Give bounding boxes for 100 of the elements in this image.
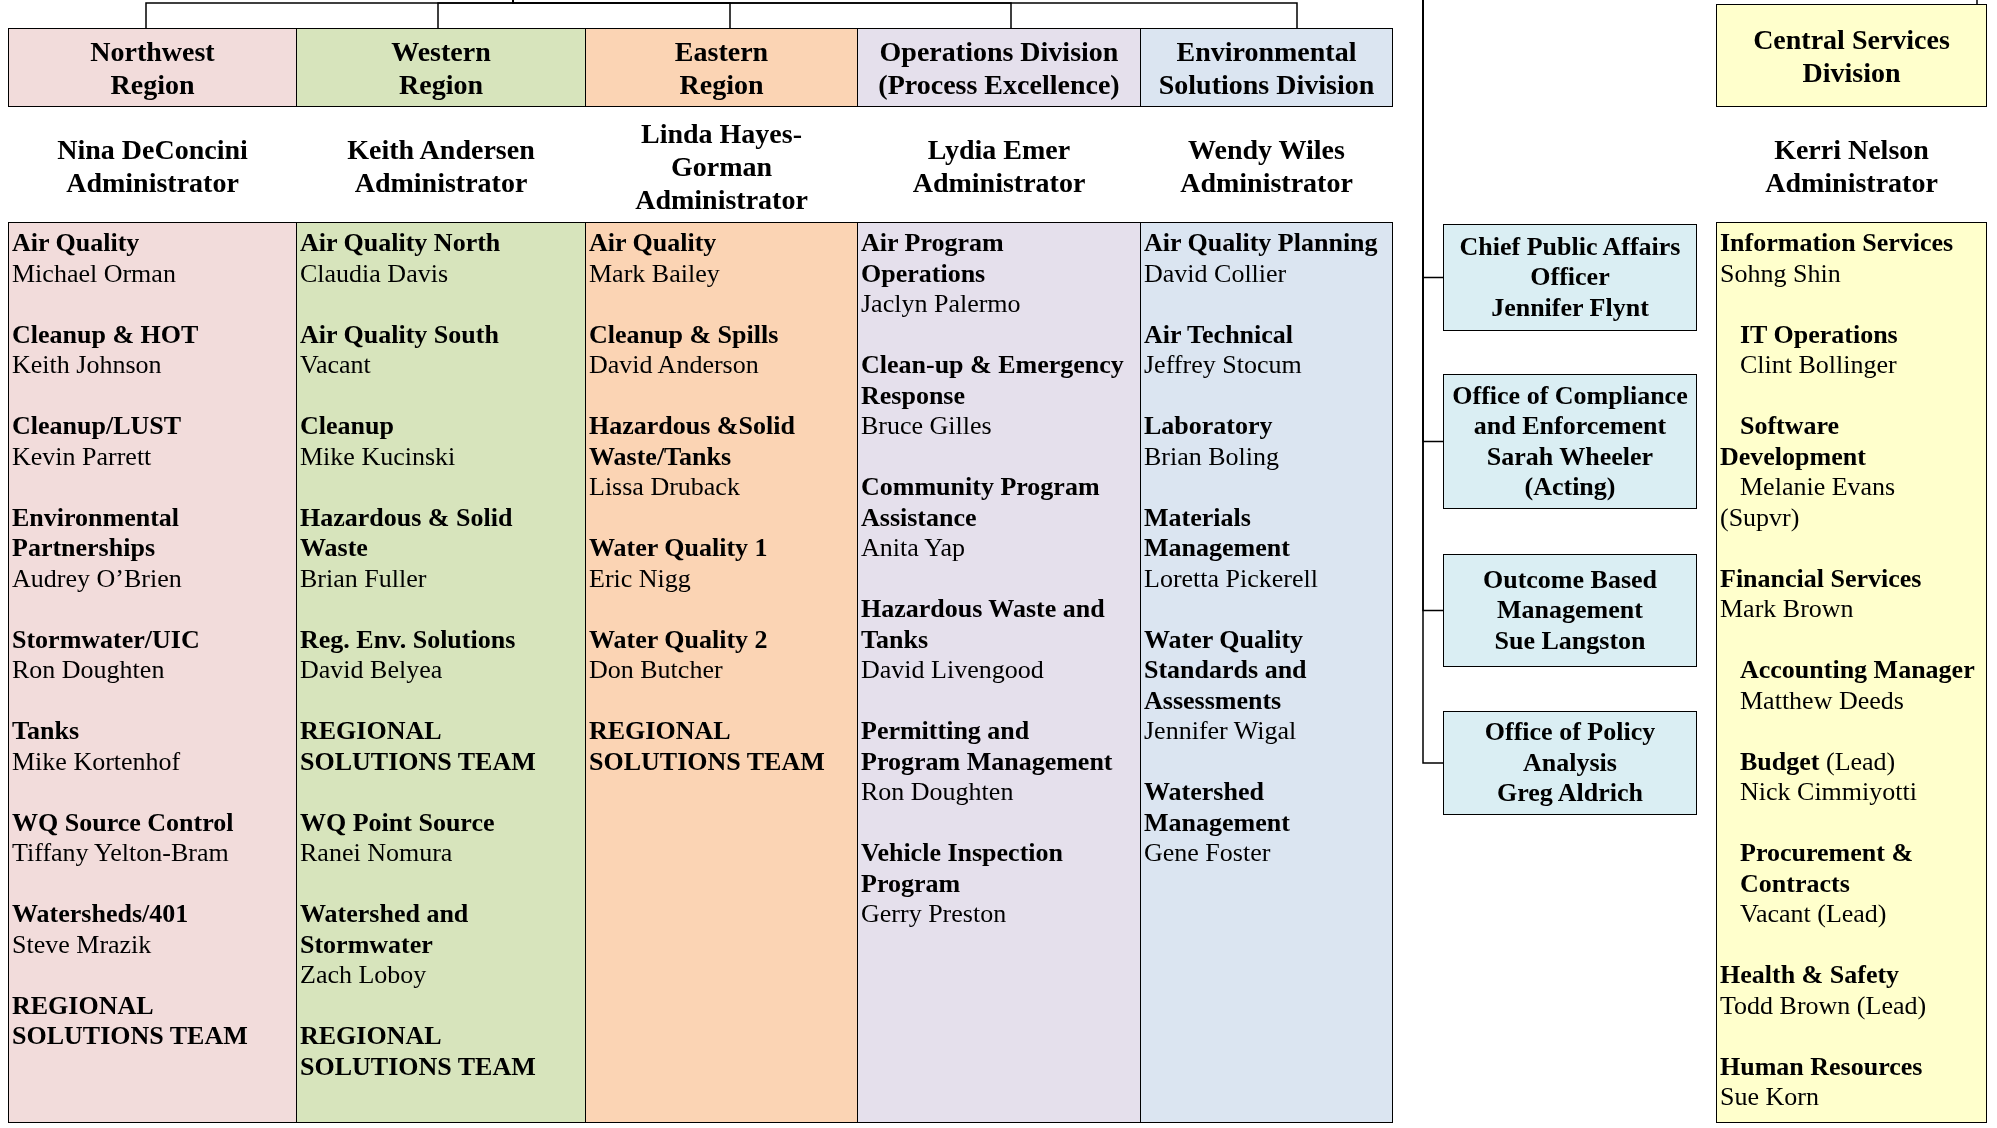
staff-name: Ranei Nomura [300, 838, 454, 869]
staff-name: Anita Yap [861, 533, 966, 564]
staff-name: Michael Orman [12, 258, 177, 289]
staff-name: Don Butcher [589, 655, 724, 686]
staff-name: David Livengood [861, 655, 1045, 686]
staff-name: Brian Boling [1144, 441, 1281, 472]
program-title: Stormwater/UIC [12, 624, 201, 655]
division-header [296, 28, 586, 107]
program-title: IT Operations [1740, 319, 1899, 350]
office-title: Office of Compliance and Enforcement [1451, 380, 1689, 442]
program-title: Vehicle Inspection Program [861, 838, 1064, 899]
program-title: Air Quality [12, 228, 141, 259]
program-title: Accounting Manager [1740, 655, 1976, 686]
staff-name: Gerry Preston [861, 899, 1008, 930]
office-head: Greg Aldrich [1496, 778, 1644, 809]
administrator-name: Wendy Wiles Administrator [1179, 133, 1354, 199]
program-title: Air Technical [1144, 319, 1295, 350]
program-title: Community Program Assistance [861, 472, 1101, 533]
office-head: Sue Langston [1494, 625, 1646, 657]
program-title: Laboratory [1144, 411, 1274, 442]
program-title: Health & Safety [1720, 960, 1901, 991]
program-title: Air Quality [589, 228, 718, 259]
division-title: Central Services Division [1752, 22, 1951, 89]
program-title: Environmental Partnerships [12, 502, 181, 564]
program-title: Information Services [1720, 228, 1955, 259]
program-title: Watersheds/401 [12, 899, 190, 930]
staff-name: Matthew Deeds [1740, 685, 1905, 716]
staff-name: Clint Bollinger [1740, 350, 1898, 381]
program-title: Watershed and Stormwater [300, 899, 470, 960]
staff-name: Todd Brown (Lead) [1720, 990, 1928, 1021]
division-title: Environmental Solutions Division [1157, 34, 1376, 101]
office-box [1443, 224, 1697, 331]
program-title: Permitting and Program Management [861, 716, 1114, 777]
program-title: Water Quality 1 [589, 533, 769, 564]
program-title: Air Program Operations [861, 228, 1005, 289]
staff-name: Mark Bailey [589, 258, 721, 289]
staff-name: Jennifer Wigal [1144, 716, 1298, 747]
staff-name: Ron Doughten [861, 777, 1015, 808]
program-title: Air Quality Planning [1144, 228, 1379, 259]
program-title: Water Quality Standards and Assessments [1144, 624, 1308, 716]
program-title: Air Quality North [300, 228, 502, 259]
administrator-name: Lydia Emer Administrator [911, 133, 1087, 199]
office-title: Office of Policy Analysis [1483, 717, 1657, 779]
program-title: Human Resources [1720, 1051, 1924, 1082]
office-box [1443, 554, 1697, 667]
program-title: REGIONAL SOLUTIONS TEAM [300, 1021, 537, 1082]
program-title: Budget (Lead) [1740, 746, 1897, 777]
program-title: Materials Management [1144, 502, 1291, 564]
program-title: Hazardous Waste and Tanks [861, 594, 1106, 655]
staff-name: Sue Korn [1720, 1082, 1820, 1113]
staff-name: Vacant [300, 350, 372, 381]
program-title: Tanks [12, 716, 80, 747]
division-header [1140, 28, 1393, 107]
connector-line [1422, 0, 1444, 764]
staff-name: Claudia Davis [300, 258, 450, 289]
staff-name: Mark Brown [1720, 594, 1855, 625]
staff-panel [1140, 222, 1393, 1123]
division-title: Eastern Region [673, 34, 770, 101]
program-title: Software Development [1720, 411, 1867, 472]
office-head: Sarah Wheeler (Acting) [1485, 441, 1655, 503]
staff-name: Jaclyn Palermo [861, 289, 1022, 320]
staff-name: Melanie Evans (Supvr) [1720, 472, 1897, 533]
division-header [1716, 4, 1987, 107]
staff-name: David Collier [1144, 258, 1288, 289]
program-title: Air Quality South [300, 319, 500, 350]
staff-name: Bruce Gilles [861, 411, 993, 442]
office-title: Chief Public Affairs Officer [1458, 231, 1682, 293]
program-title: Watershed Management [1144, 777, 1291, 838]
division-header [585, 28, 858, 107]
staff-name: Brian Fuller [300, 563, 428, 594]
division-title: Western Region [390, 34, 492, 101]
staff-name: Lissa Druback [589, 472, 741, 503]
program-title: REGIONAL SOLUTIONS TEAM [12, 990, 249, 1052]
program-title: WQ Point Source [300, 807, 496, 838]
program-title: Water Quality 2 [589, 624, 769, 655]
office-box [1443, 374, 1697, 509]
connector-line [1976, 0, 1978, 5]
staff-name: Gene Foster [1144, 838, 1272, 869]
staff-name: Vacant (Lead) [1740, 899, 1888, 930]
program-title: REGIONAL SOLUTIONS TEAM [300, 716, 537, 777]
staff-name: Zach Loboy [300, 960, 428, 991]
program-title: Cleanup & Spills [589, 319, 780, 350]
program-title: Clean-up & Emergency Response [861, 350, 1125, 411]
staff-panel [296, 222, 586, 1123]
connector-line [512, 0, 1298, 29]
staff-name: Eric Nigg [589, 563, 692, 594]
program-title: Financial Services [1720, 563, 1923, 594]
program-title: REGIONAL SOLUTIONS TEAM [589, 716, 826, 777]
program-title: WQ Source Control [12, 807, 235, 838]
program-title: Hazardous & Solid Waste [300, 502, 514, 564]
program-title: Hazardous &Solid Waste/Tanks [589, 411, 796, 472]
staff-name: Nick Cimmiyotti [1740, 777, 1918, 808]
administrator-name: Nina DeConcini Administrator [56, 133, 249, 199]
program-title: Cleanup [300, 411, 395, 442]
staff-name: David Belyea [300, 655, 444, 686]
office-head: Jennifer Flynt [1491, 292, 1649, 324]
program-title: Cleanup/LUST [12, 411, 183, 442]
staff-name: Kevin Parrett [12, 441, 153, 472]
staff-name: Loretta Pickerell [1144, 563, 1319, 594]
administrator-name: Keith Andersen Administrator [346, 133, 536, 199]
